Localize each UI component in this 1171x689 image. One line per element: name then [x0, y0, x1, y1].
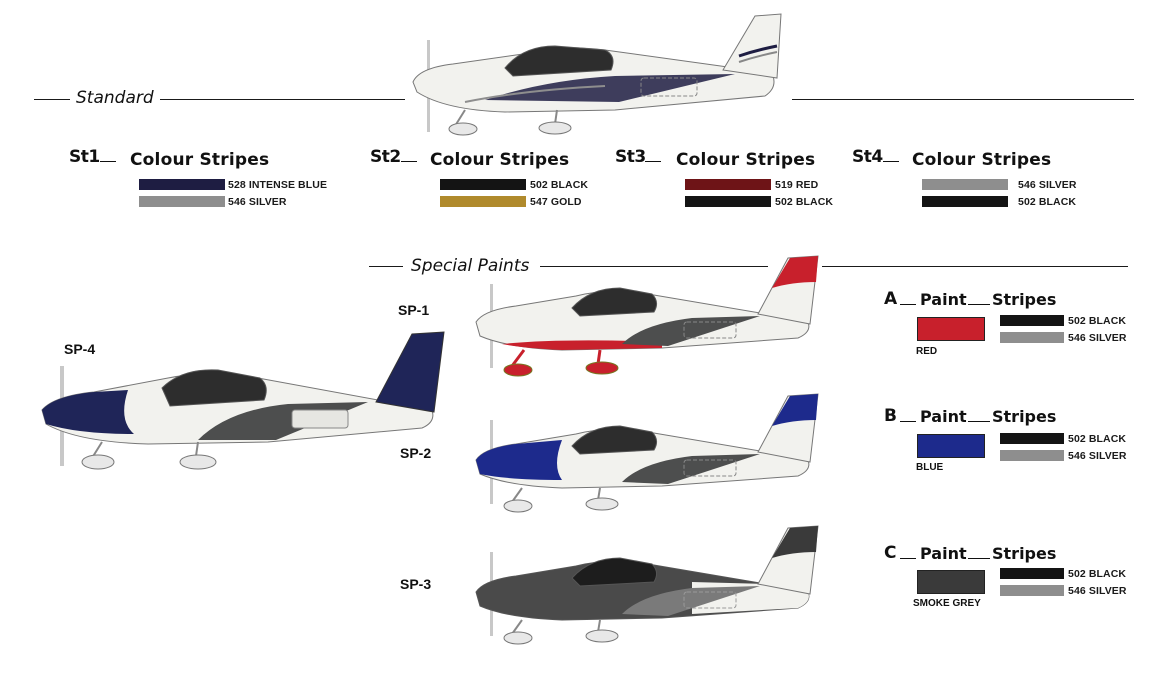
st4-stripe-2-swatch [922, 196, 1008, 207]
st3-title: Colour Stripes [676, 150, 816, 170]
option-b-dash-2 [968, 421, 990, 422]
option-a-paint-label: RED [916, 346, 938, 357]
st4-dash [883, 161, 899, 162]
option-a-dash-2 [968, 304, 990, 305]
standard-rule-right [792, 99, 1134, 100]
sp2-aircraft-image [475, 393, 819, 513]
sp2-label: SP-2 [400, 445, 432, 461]
option-a-paint-swatch [917, 317, 985, 341]
option-b-paint-swatch [917, 434, 985, 458]
option-c-stripe-1-label: 502 BLACK [1068, 568, 1127, 580]
st4-stripe-2-label: 502 BLACK [1018, 196, 1077, 208]
option-a-stripe-2-label: 546 SILVER [1068, 332, 1127, 344]
st3-code: St3 [615, 147, 646, 167]
st3-stripe-1-swatch [685, 179, 771, 190]
st4-stripe-1-label: 546 SILVER [1018, 179, 1077, 191]
option-b-stripe-2-swatch [1000, 450, 1064, 461]
option-a-stripes-word: Stripes [992, 290, 1057, 309]
option-b-letter: B [884, 406, 897, 426]
option-b-paint-word: Paint [920, 407, 967, 426]
option-c-paint-label: SMOKE GREY [913, 598, 981, 609]
standard-aircraft-image [412, 13, 782, 136]
st4-stripe-1-swatch [922, 179, 1008, 190]
standard-title: Standard [76, 88, 154, 108]
option-b-stripe-2-label: 546 SILVER [1068, 450, 1127, 462]
option-a-stripe-1-swatch [1000, 315, 1064, 326]
option-a-dash-1 [900, 304, 916, 305]
option-a-letter: A [884, 289, 898, 309]
option-b-stripe-1-label: 502 BLACK [1068, 433, 1127, 445]
special-rule-left [369, 266, 403, 267]
st2-stripe-2-swatch [440, 196, 526, 207]
st1-stripe-1-swatch [139, 179, 225, 190]
st2-stripe-2-label: 547 GOLD [530, 196, 582, 208]
special-title: Special Paints [411, 256, 530, 276]
option-c-paint-word: Paint [920, 544, 967, 563]
option-a-paint-word: Paint [920, 290, 967, 309]
sp4-aircraft-image [41, 331, 445, 470]
option-a-stripe-1-label: 502 BLACK [1068, 315, 1127, 327]
option-b-paint-label: BLUE [916, 462, 944, 473]
st1-code: St1 [69, 147, 100, 167]
st4-title: Colour Stripes [912, 150, 1052, 170]
option-c-stripe-1-swatch [1000, 568, 1064, 579]
st2-title: Colour Stripes [430, 150, 570, 170]
st2-stripe-1-label: 502 BLACK [530, 179, 589, 191]
option-a-stripe-2-swatch [1000, 332, 1064, 343]
st3-dash [645, 161, 661, 162]
option-c-paint-swatch [917, 570, 985, 594]
option-c-stripe-2-label: 546 SILVER [1068, 585, 1127, 597]
option-b-stripe-1-swatch [1000, 433, 1064, 444]
sp4-label: SP-4 [64, 341, 96, 357]
st1-stripe-1-label: 528 INTENSE BLUE [228, 179, 328, 191]
sp3-label: SP-3 [400, 576, 432, 592]
st2-stripe-1-swatch [440, 179, 526, 190]
option-b-dash-1 [900, 421, 916, 422]
option-c-dash-2 [968, 558, 990, 559]
standard-rule-mid [160, 99, 405, 100]
option-c-dash-1 [900, 558, 916, 559]
option-c-stripe-2-swatch [1000, 585, 1064, 596]
sp1-aircraft-image [475, 255, 819, 377]
sp1-label: SP-1 [398, 302, 430, 318]
st2-code: St2 [370, 147, 401, 167]
st3-stripe-2-label: 502 BLACK [775, 196, 834, 208]
special-rule-mid [540, 266, 768, 267]
standard-rule-left [34, 99, 70, 100]
st1-title: Colour Stripes [130, 150, 270, 170]
st1-stripe-2-label: 546 SILVER [228, 196, 287, 208]
st1-stripe-2-swatch [139, 196, 225, 207]
st2-dash [401, 161, 417, 162]
special-rule-right [822, 266, 1128, 267]
st3-stripe-2-swatch [685, 196, 771, 207]
st3-stripe-1-label: 519 RED [775, 179, 819, 191]
option-c-letter: C [884, 543, 897, 563]
option-c-stripes-word: Stripes [992, 544, 1057, 563]
st1-dash [100, 161, 116, 162]
sp3-aircraft-image [475, 525, 819, 645]
st4-code: St4 [852, 147, 883, 167]
option-b-stripes-word: Stripes [992, 407, 1057, 426]
